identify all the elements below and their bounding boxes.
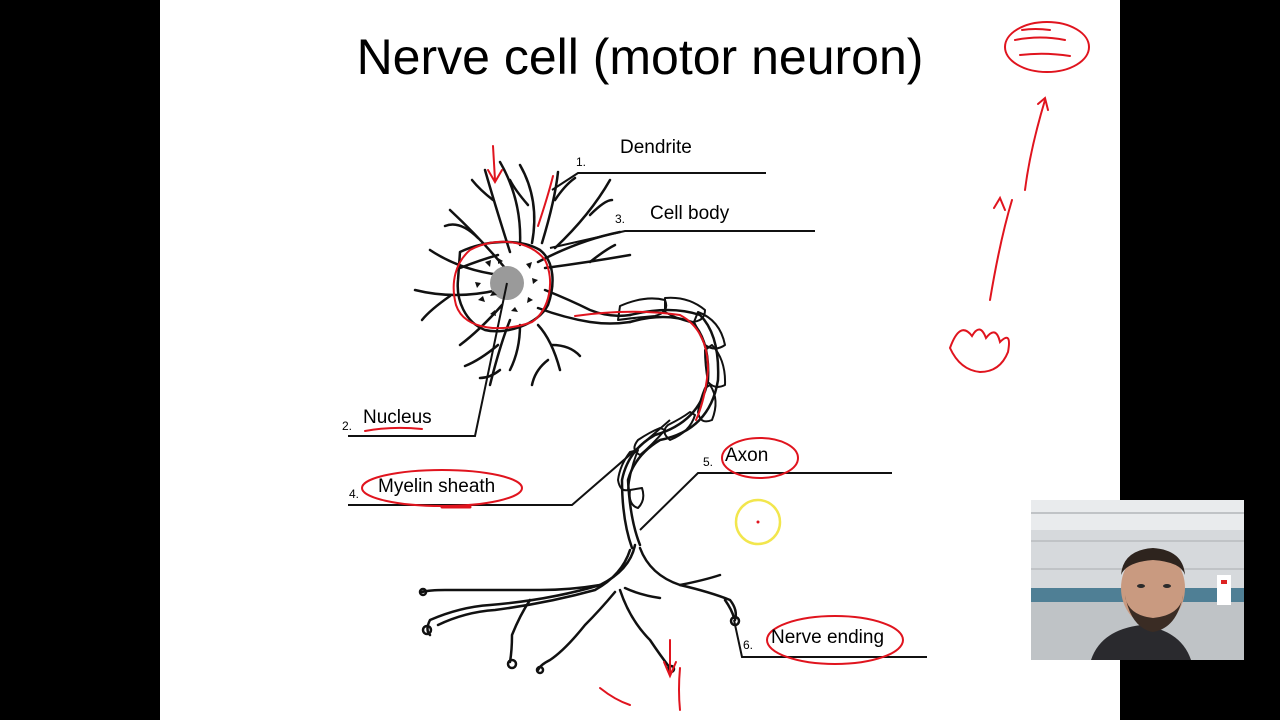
label-number-axon: 5. <box>703 455 714 469</box>
hand-sketch <box>948 328 1010 374</box>
neuron-diagram <box>348 21 1090 711</box>
nucleus-underline <box>364 426 423 432</box>
slide-title: Nerve cell (motor neuron) <box>356 29 924 85</box>
nerve-ending-arrow <box>663 639 677 679</box>
slide: Nerve cell (motor neuron) <box>160 0 1120 720</box>
webcam-overlay <box>1031 500 1244 660</box>
cell-granules <box>475 258 538 316</box>
label-nerve-ending: Nerve ending <box>771 627 885 648</box>
presenter-video <box>1031 500 1244 660</box>
red-ink-annotations <box>361 145 904 711</box>
label-number-cell-body: 3. <box>615 212 626 226</box>
dendrite-arrow <box>487 145 503 184</box>
leader-nerve-ending <box>733 619 927 658</box>
label-axon: Axon <box>725 445 769 466</box>
leader-dendrite <box>551 172 766 191</box>
axon-circle <box>721 437 799 479</box>
signal-arrow-upper <box>1024 96 1049 191</box>
brain-sketch <box>1004 21 1090 73</box>
nerve-endings <box>418 543 741 675</box>
dendrite-highlight <box>537 175 554 227</box>
label-number-nerve-ending: 6. <box>743 638 754 652</box>
leader-cell-body <box>549 230 815 249</box>
axon-trace <box>574 310 710 421</box>
label-nucleus: Nucleus <box>363 407 432 428</box>
leader-lines <box>348 172 927 658</box>
nerve-ending-circle <box>766 615 904 665</box>
label-myelin-sheath: Myelin sheath <box>378 476 496 497</box>
neuron-illustration <box>413 160 741 675</box>
red-ink-sketch <box>948 21 1090 374</box>
cell-body-circle <box>452 240 552 330</box>
label-number-dendrite: 1. <box>576 155 587 169</box>
label-dendrite: Dendrite <box>620 137 692 158</box>
leader-axon <box>639 472 892 531</box>
leader-nucleus <box>348 282 508 437</box>
label-number-myelin-sheath: 4. <box>349 487 360 501</box>
dendrites <box>413 160 632 387</box>
signal-arrow-lower <box>989 195 1013 301</box>
label-cell-body: Cell body <box>650 203 730 224</box>
label-number-nucleus: 2. <box>342 419 353 433</box>
pointer-highlight <box>734 498 782 546</box>
